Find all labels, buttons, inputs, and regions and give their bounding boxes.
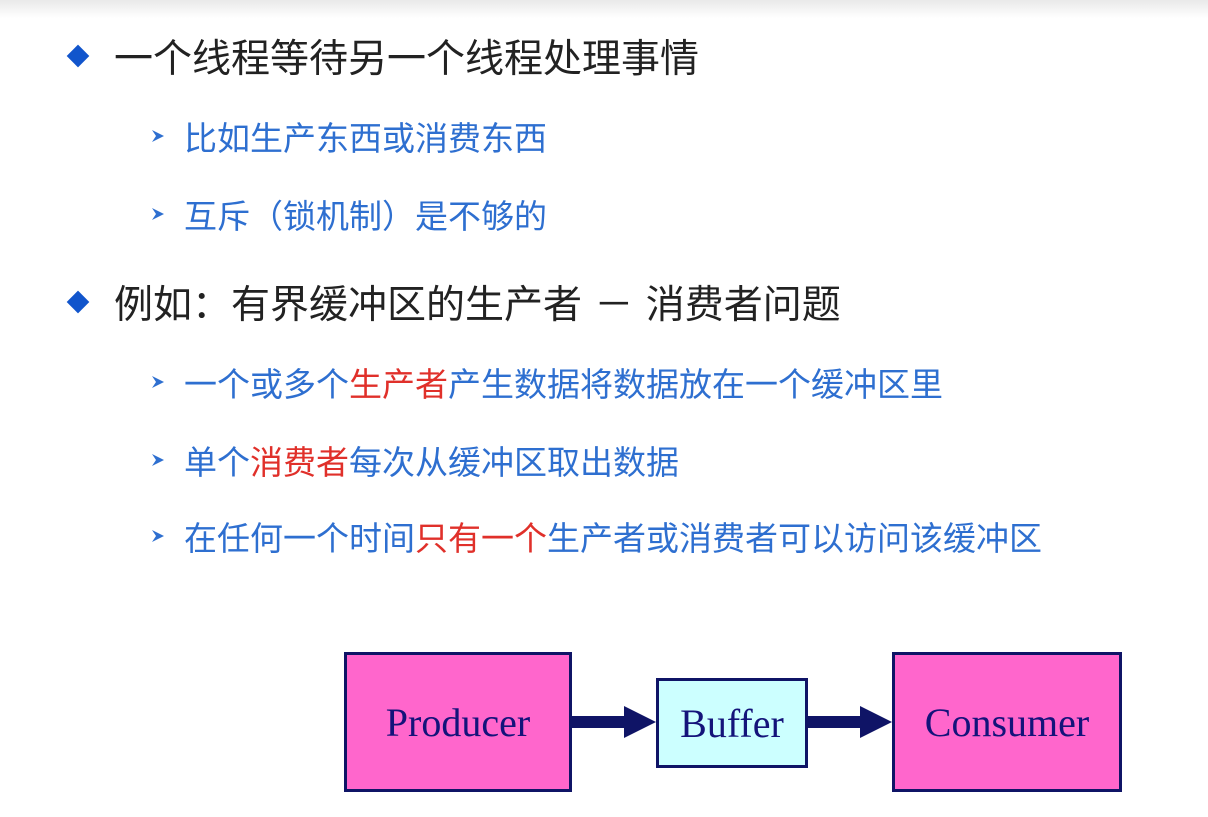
bullet-bounded-buffer-example: 例如：有界缓冲区的生产者 － 消费者问题 [66,274,841,330]
arrowhead-bullet-icon [140,205,176,223]
bullet-segment: 生产者或消费者可以访问该缓冲区 [547,519,1042,558]
bullet-segment: 单个 [184,443,250,482]
consumer-box: Consumer [892,652,1122,792]
diamond-bullet-icon [66,290,90,314]
arrowhead-bullet-icon [140,451,176,469]
sub-bullet-mutex-not-enough: 互斥（锁机制）是不够的 [140,190,547,238]
bullet-segment: 在任何一个时间 [184,519,415,558]
bullet-text: 比如生产东西或消费东西 [184,112,547,160]
sub-bullet-produce-consume: 比如生产东西或消费东西 [140,112,547,160]
producer-label: Producer [385,699,531,745]
arrowhead-bullet-icon [140,373,176,391]
bullet-segment: 一个线程等待另一个线程处理事情 [114,37,700,82]
bullet-thread-waiting: 一个线程等待另一个线程处理事情 [66,28,699,84]
arrow-right-icon [572,706,656,738]
diamond-bullet-icon [66,44,90,68]
bullet-segment-highlight: 只有一个 [415,519,547,558]
producer-box: Producer [344,652,572,792]
bullet-segment: 互斥（锁机制）是不够的 [184,197,547,236]
sub-bullet-producers: 一个或多个生产者产生数据将数据放在一个缓冲区里 [140,358,943,406]
bullet-segment: 比如生产东西或消费东西 [184,119,547,158]
bullet-text: 一个线程等待另一个线程处理事情 [114,28,699,84]
buffer-box: Buffer [656,678,808,768]
bullet-segment: 例如：有界缓冲区的生产者 － 消费者问题 [114,283,841,328]
top-shade [0,0,1208,18]
bullet-text: 互斥（锁机制）是不够的 [184,190,547,238]
bullet-segment: 产生数据将数据放在一个缓冲区里 [448,365,943,404]
bullet-text: 例如：有界缓冲区的生产者 － 消费者问题 [114,274,841,330]
bullet-text: 在任何一个时间只有一个生产者或消费者可以访问该缓冲区 [184,512,1042,560]
sub-bullet-single-consumer: 单个消费者每次从缓冲区取出数据 [140,436,679,484]
producer-buffer-consumer-diagram: Producer Buffer Consumer [340,648,1130,798]
bullet-segment-highlight: 生产者 [349,365,448,404]
sub-bullet-exclusive-access: 在任何一个时间只有一个生产者或消费者可以访问该缓冲区 [140,512,1042,560]
bullet-segment: 一个或多个 [184,365,349,404]
buffer-label: Buffer [680,700,784,746]
consumer-label: Consumer [924,699,1090,745]
bullet-text: 一个或多个生产者产生数据将数据放在一个缓冲区里 [184,358,943,406]
arrow-right-icon [808,706,892,738]
bullet-segment-highlight: 消费者 [250,443,349,482]
bullet-text: 单个消费者每次从缓冲区取出数据 [184,436,679,484]
arrowhead-bullet-icon [140,527,176,545]
arrowhead-bullet-icon [140,127,176,145]
bullet-segment: 每次从缓冲区取出数据 [349,443,679,482]
